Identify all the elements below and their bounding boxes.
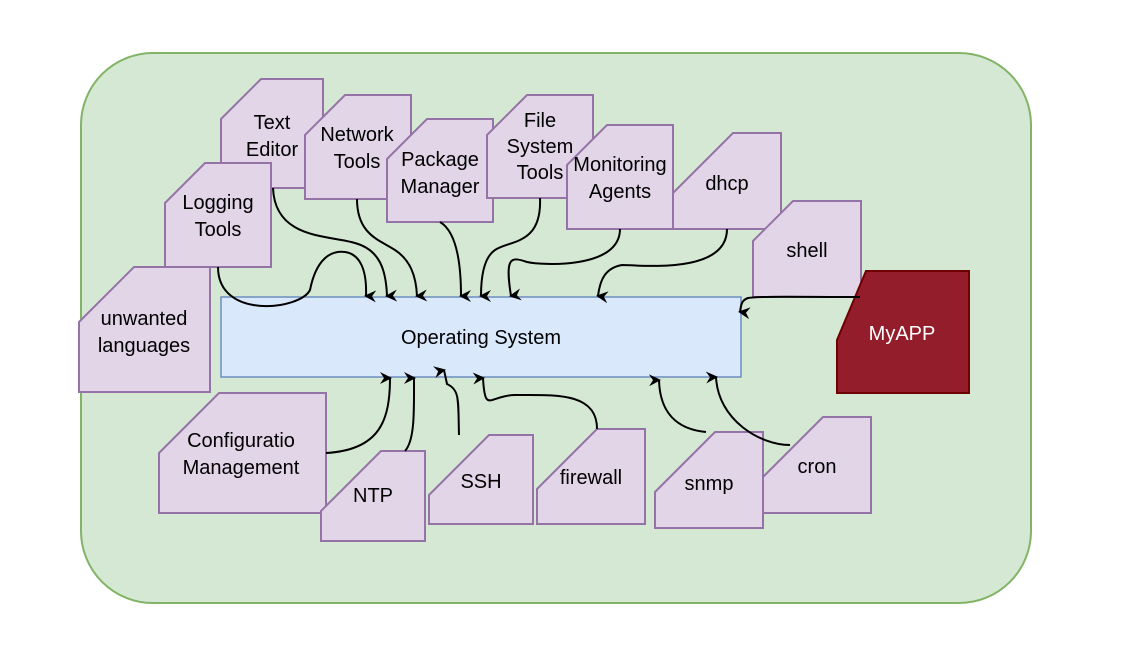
- edge-text-editor-to-operating-system[interactable]: [272, 187, 398, 302]
- edge-monitoring-agents-to-operating-system[interactable]: [507, 228, 621, 301]
- monitoring-agents-card-shape: [566, 124, 674, 230]
- firewall-card-shape: [536, 428, 646, 525]
- operating-system-node[interactable]: Operating System: [220, 296, 742, 378]
- monitoring-agents-label: Monitoring: [573, 154, 666, 176]
- ssh-card-shape: [428, 434, 534, 525]
- file-system-tools-label: File: [524, 110, 556, 132]
- edge-dhcp-to-operating-system[interactable]: [596, 228, 728, 304]
- text-editor-label: Editor: [246, 139, 299, 161]
- shell-card-shape: [752, 200, 862, 298]
- ntp-node[interactable]: NTP: [320, 450, 426, 542]
- logging-tools-label: Tools: [195, 219, 242, 241]
- file-system-tools-label: System: [507, 136, 574, 158]
- firewall-label: firewall: [560, 467, 622, 489]
- edge-ntp-to-operating-system[interactable]: [403, 372, 416, 452]
- edge-firewall-to-operating-system[interactable]: [472, 372, 598, 430]
- configuration-management-label: Management: [183, 457, 300, 479]
- dhcp-label: dhcp: [705, 173, 748, 195]
- edge-logging-tools-to-operating-system[interactable]: [217, 250, 377, 308]
- edge-ssh-to-operating-system[interactable]: [432, 366, 460, 436]
- unwanted-languages-card-shape: [78, 266, 211, 393]
- ssh-node[interactable]: SSH: [428, 434, 534, 525]
- snmp-label: snmp: [685, 473, 734, 495]
- unwanted-languages-label: languages: [98, 335, 190, 357]
- unwanted-languages-node[interactable]: unwanted languages: [78, 266, 211, 393]
- edge-file-system-tools-to-operating-system[interactable]: [479, 197, 542, 303]
- shell-label: shell: [786, 240, 827, 262]
- cron-card-shape: [762, 416, 872, 514]
- snmp-node[interactable]: snmp: [654, 431, 764, 529]
- file-system-tools-label: Tools: [517, 162, 564, 184]
- ntp-card-shape: [320, 450, 426, 542]
- dhcp-card-shape: [672, 132, 782, 230]
- edge-package-manager-to-operating-system[interactable]: [439, 221, 472, 302]
- myapp-label: MyAPP: [869, 323, 936, 345]
- text-editor-label: Text: [254, 112, 291, 134]
- monitoring-agents-label: Agents: [589, 181, 651, 203]
- network-tools-label: Network: [320, 124, 394, 146]
- edge-shell-to-operating-system[interactable]: [738, 295, 861, 320]
- cron-node[interactable]: cron: [762, 416, 872, 514]
- configuration-management-label: Configuratio: [187, 430, 295, 452]
- edge-network-tools-to-operating-system[interactable]: [356, 198, 428, 302]
- logging-tools-card-shape: [164, 162, 272, 268]
- logging-tools-label: Logging: [182, 192, 253, 214]
- cron-label: cron: [798, 456, 837, 478]
- shell-node[interactable]: shell: [752, 200, 862, 298]
- firewall-node[interactable]: firewall: [536, 428, 646, 525]
- edge-snmp-to-operating-system[interactable]: [648, 374, 707, 433]
- ntp-label: NTP: [353, 485, 393, 507]
- network-tools-label: Tools: [334, 151, 381, 173]
- myapp-node[interactable]: MyAPP: [836, 270, 970, 394]
- package-manager-label: Package: [401, 149, 479, 171]
- edge-configuration-management-to-operating-system[interactable]: [325, 371, 392, 454]
- ssh-label: SSH: [460, 471, 501, 493]
- dhcp-node[interactable]: dhcp: [672, 132, 782, 230]
- unwanted-languages-label: unwanted: [101, 308, 188, 330]
- edge-cron-to-operating-system[interactable]: [705, 371, 791, 446]
- package-manager-label: Manager: [401, 176, 480, 198]
- operating-system-label: Operating System: [401, 327, 561, 349]
